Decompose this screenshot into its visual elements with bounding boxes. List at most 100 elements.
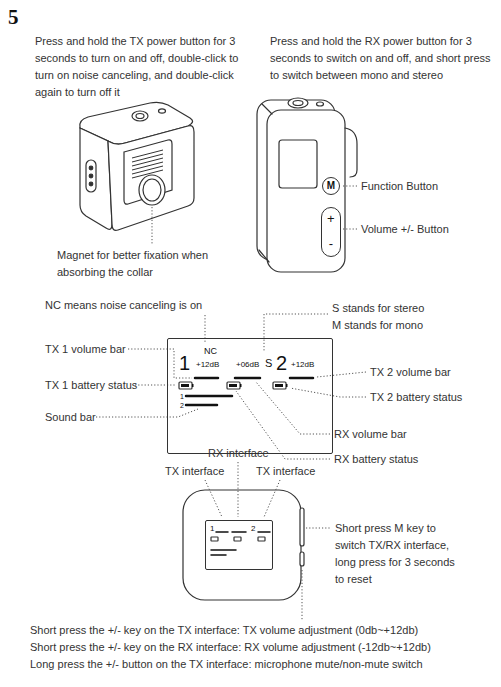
callout-text: Function Button — [361, 178, 438, 195]
battery-level — [181, 384, 189, 387]
node-text: 2 — [180, 402, 184, 409]
leader-line — [152, 207, 153, 245]
lcd-screen: 1NC+12dB+06dBS2+12dB12 — [167, 338, 333, 454]
tx-side-pad — [86, 160, 96, 192]
callout-text: Magnet for better fixation when absorbin… — [57, 247, 217, 281]
tx-mic-hole — [136, 114, 144, 119]
grille-line — [132, 170, 163, 178]
leader-line — [128, 349, 192, 378]
rx-mic — [288, 98, 308, 108]
leader-line — [205, 480, 222, 517]
leader-line — [290, 388, 366, 397]
battery-tip — [286, 384, 288, 387]
node-text: 1 — [179, 353, 190, 373]
node-text: - — [329, 237, 333, 250]
callout-text: TX 2 volume bar — [370, 364, 451, 381]
battery-level — [229, 384, 237, 387]
rx-volume-bar — [235, 377, 260, 380]
tx-power-button — [159, 109, 166, 113]
mini-volume-bar — [232, 531, 246, 533]
rx-device-small — [183, 490, 301, 600]
mini-battery — [258, 537, 265, 541]
tx-pad-dot — [89, 182, 93, 186]
battery-tip — [192, 384, 194, 387]
leader-line — [135, 385, 176, 386]
grille-line — [132, 154, 163, 162]
callout-text: S stands for stereo M stands for mono — [332, 300, 432, 334]
node-text: 1 — [210, 525, 214, 533]
callout-text: Press and hold the RX power button for 3… — [270, 33, 492, 84]
callout-text: Press and hold the TX power button for 3… — [35, 33, 240, 101]
leader-line — [306, 528, 331, 529]
node-text: +12dB — [196, 361, 219, 369]
rx-edge — [259, 250, 269, 262]
rx-edge — [262, 104, 272, 114]
callout-text: TX 1 volume bar — [45, 341, 126, 358]
tx-pad-dot — [89, 166, 93, 170]
side-button — [300, 552, 304, 566]
tx-magnet — [139, 175, 165, 205]
tx-right-face — [108, 126, 194, 231]
grille-line — [132, 150, 163, 158]
step-number: 5 — [8, 6, 19, 29]
node-text: 1 — [180, 393, 184, 400]
node-text: +12dB — [291, 361, 314, 369]
instruction-line: Long press the +/- button on the TX inte… — [30, 656, 423, 673]
sound-bar — [186, 404, 217, 407]
mini-volume-bar — [216, 531, 228, 533]
node-text: M — [327, 181, 335, 191]
callout-text: Volume +/- Button — [361, 221, 449, 238]
grille-line — [132, 166, 163, 174]
instruction-line: Short press the +/- key on the RX interf… — [30, 639, 431, 656]
node-text: 2 — [251, 525, 255, 533]
side-button — [300, 508, 304, 546]
leader-line — [264, 314, 328, 352]
volume-button: +- — [321, 207, 341, 257]
tx2-battery — [273, 382, 286, 389]
callout-text: TX 2 battery status — [370, 389, 462, 406]
rx-mic-hole — [293, 101, 303, 106]
node-text: 2 — [276, 353, 287, 373]
tx1-battery — [179, 382, 192, 389]
node-text: + — [327, 212, 335, 225]
callout-text: RX battery status — [334, 451, 418, 468]
tx-clip — [124, 140, 172, 204]
tx-pad-dot — [89, 174, 93, 178]
callout-text: TX interface — [165, 463, 224, 480]
rx-power-button — [317, 102, 324, 106]
rx-front-face — [267, 110, 345, 272]
rx-clip — [345, 128, 357, 177]
rx-battery — [227, 382, 240, 389]
mini-sound-bar — [211, 554, 226, 556]
callout-text: RX volume bar — [334, 426, 407, 443]
mini-battery — [234, 537, 241, 541]
callout-text: TX interface — [256, 463, 315, 480]
tx-left-face — [80, 128, 112, 229]
leader-line — [302, 570, 303, 620]
callout-text: NC means noise canceling is on — [45, 297, 202, 314]
function-button: M — [322, 177, 340, 195]
rx-screen — [279, 140, 317, 188]
node-text: NC — [204, 347, 217, 356]
leader-line — [264, 480, 280, 517]
callout-text: Short press M key to switch TX/RX interf… — [335, 520, 463, 588]
mini-volume-bar — [258, 531, 270, 533]
grille-line — [132, 158, 163, 166]
tx2-volume-bar — [290, 377, 313, 380]
instruction-line: Short press the +/- key on the TX interf… — [30, 622, 418, 639]
leader-line — [96, 409, 198, 417]
sound-bar — [186, 395, 232, 398]
mini-screen: 12 — [205, 520, 273, 570]
tx1-volume-bar — [195, 377, 218, 380]
node-text: S — [265, 358, 272, 369]
grille-line — [132, 162, 163, 170]
node-text: +06dB — [236, 361, 259, 369]
battery-level — [275, 384, 283, 387]
leader-line — [238, 462, 239, 517]
leader-line — [256, 382, 330, 434]
battery-tip — [240, 384, 242, 387]
callout-text: Sound bar — [45, 409, 96, 426]
tx-mic — [132, 111, 148, 121]
leader-line — [317, 372, 366, 377]
